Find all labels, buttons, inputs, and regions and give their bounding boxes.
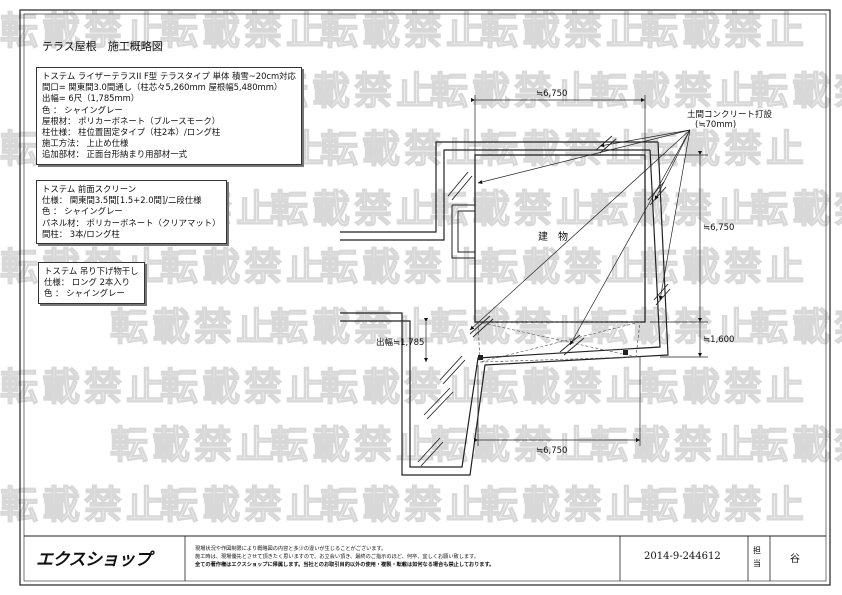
slab-outline: [340, 141, 669, 476]
person-label: 当: [753, 559, 761, 568]
note-line: 間柱： 3本/ロング柱: [42, 228, 120, 239]
disclaimer-line: 施工時は、現場優先とさせて頂きたく思いますので、お立会い頂き、最終のご指示のほど…: [195, 554, 479, 560]
dimension-top: [470, 95, 646, 155]
note-line: トステム 吊り下げ物干し: [44, 266, 139, 276]
slab-outline: [340, 149, 661, 468]
note-line: 色 ： シャイングレー: [42, 206, 123, 217]
note-line: 色 ： シャイングレー: [44, 288, 125, 299]
concrete-label: 土間コンクリート打設: [687, 110, 773, 120]
bay-window: [451, 204, 475, 259]
right-height-label: ≒6,750: [703, 223, 735, 233]
wall-line: [340, 149, 650, 241]
note-terrace: トステム ライザーテラスII F型 テラスタイプ 単体 積雪~20cm対応 間口…: [36, 67, 302, 165]
note-line: 出幅= 6尺（1,785mm）: [42, 93, 140, 104]
note-line: 施工方法： 上止め仕様: [42, 138, 129, 149]
sheet-inner-border: [23, 13, 827, 582]
disclaimer-line: 現場状況や作図制限により概略図の内容と多少の違いが生じることがございます。: [195, 546, 387, 552]
person-name: 谷: [790, 554, 800, 565]
top-width-label: ≒6,750: [536, 89, 568, 99]
slab-hatch: [417, 135, 671, 467]
roof-brace: [477, 321, 637, 358]
drawing-number: 2014-9-244612: [644, 551, 721, 562]
bay-window: [457, 210, 475, 253]
roof-brace: [479, 321, 641, 363]
person-label: 担: [753, 546, 761, 555]
note-line: パネル材： ポリカーボネート（クリアマット）: [42, 217, 221, 228]
post-marker: [623, 350, 628, 355]
note-line: トステム 前面スクリーン: [42, 184, 137, 194]
projection-label: 出幅≒1,785: [376, 338, 425, 348]
note-line: 仕様： 関東間3.5間[1.5+2.0間]/二段仕様: [42, 195, 202, 206]
note-line: 追加部材： 正面台形納まり用部材一式: [42, 149, 188, 160]
disclaimer-line: 全ての著作権はエクスショップに帰属します。当社とのお取引目的以外の使用・複製・転…: [195, 562, 495, 568]
note-screen: トステム 前面スクリーン 仕様： 関東間3.5間[1.5+2.0間]/二段仕様 …: [36, 180, 227, 245]
note-line: 間口= 関東間3.0間通し（柱芯々5,260mm 屋根幅5,480mm）: [42, 82, 283, 93]
wall-line: [340, 141, 658, 233]
note-line: 仕様： ロング 2本入り: [44, 277, 131, 288]
concrete-leaders: [469, 129, 691, 346]
note-hanger: トステム 吊り下げ物干し 仕様： ロング 2本入り 色 ： シャイングレー: [38, 262, 145, 304]
note-line: 屋根材： ポリカーボネート（ブルースモーク）: [42, 115, 221, 126]
right-small-label: ≒1,600: [703, 335, 735, 345]
company-logo: エクスショップ: [36, 550, 152, 570]
note-line: 色 ： シャイングレー: [42, 104, 123, 115]
building-label: 建 物: [538, 232, 568, 243]
dimension-bottom: [473, 357, 641, 446]
post-marker: [478, 355, 483, 360]
note-line: 柱仕様： 柱位置固定タイプ（柱2本）/ロング柱: [42, 127, 221, 138]
page-title: テラス屋根 施工概略図: [42, 40, 163, 53]
dimension-right: [650, 150, 708, 358]
concrete-thickness-label: (≒70mm): [695, 120, 737, 130]
bottom-width-label: ≒6,750: [536, 446, 568, 456]
sheet-border: [19, 9, 831, 586]
note-line: トステム ライザーテラスII F型 テラスタイプ 単体 積雪~20cm対応: [42, 71, 296, 81]
